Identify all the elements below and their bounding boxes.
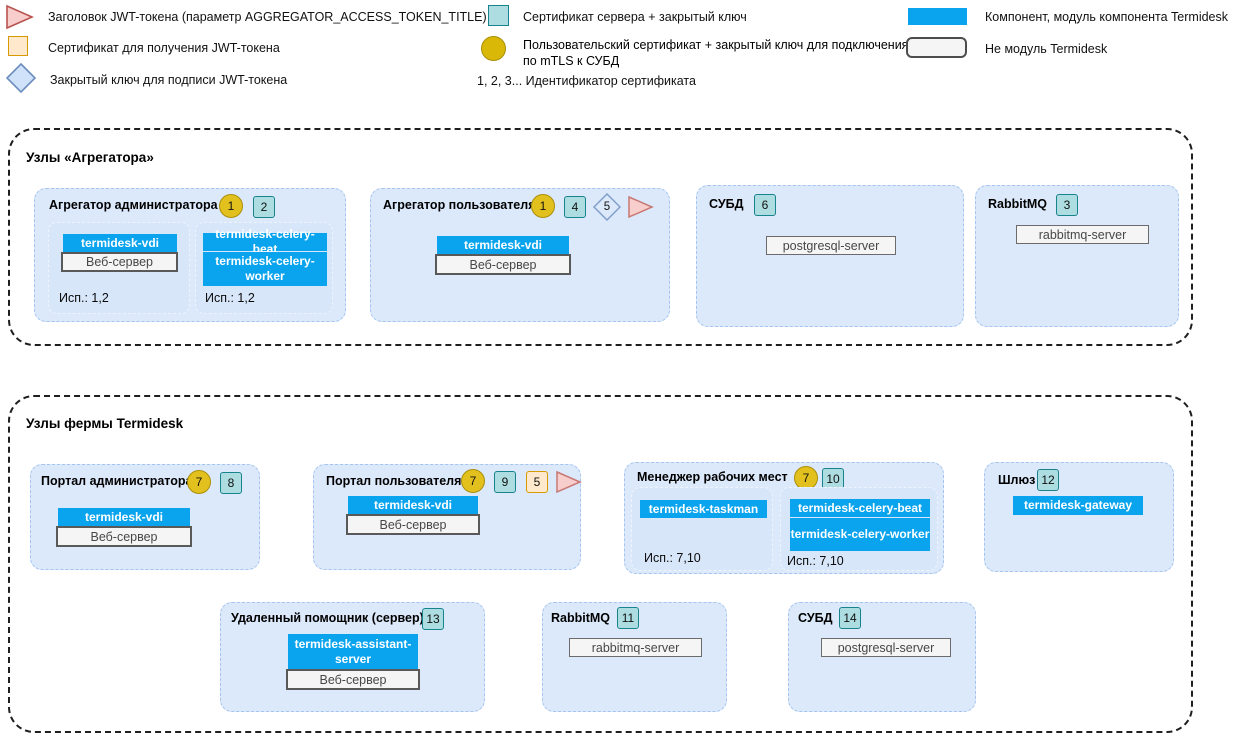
legend-component-label: Компонент, модуль компонента Termidesk: [985, 10, 1229, 24]
rabbitmq-server-box: rabbitmq-server: [1016, 225, 1149, 244]
legend: Заголовок JWT-токена (параметр AGGREGATO…: [0, 0, 1233, 110]
node-aggregator-admin: Агрегатор администратора 1 2 termidesk-v…: [34, 188, 346, 322]
subbox-vdi: termidesk-vdi Веб-сервер Исп.: 1,2: [48, 222, 190, 314]
subbox-celery: termidesk-celery-beat termidesk-celery-w…: [195, 222, 333, 314]
node-remote-assistant: Удаленный помощник (сервер) 13 termidesk…: [220, 602, 485, 712]
web-server-box: Веб-сервер: [435, 254, 571, 275]
rabbitmq-server-box: rabbitmq-server: [569, 638, 702, 657]
diamond-number: 5: [603, 201, 611, 213]
cert-badge-circle: 7: [187, 470, 211, 494]
jwt-title-triangle-icon: [556, 470, 582, 494]
legend-user-cert-label: Пользовательский сертификат + закрытый к…: [523, 37, 943, 69]
module-termidesk-vdi: termidesk-vdi: [58, 508, 190, 526]
usage-label: Исп.: 1,2: [59, 291, 109, 305]
legend-jwt-title-label: Заголовок JWT-токена (параметр AGGREGATO…: [48, 10, 487, 24]
usage-label: Исп.: 7,10: [787, 554, 844, 568]
cert-badge-orange: 5: [526, 471, 548, 493]
node-title: Агрегатор администратора: [49, 198, 218, 212]
legend-jwt-cert-label: Сертификат для получения JWT-токена: [48, 41, 280, 55]
group-termidesk-farm-nodes: Узлы фермы Termidesk Портал администрато…: [8, 395, 1193, 733]
node-gateway: Шлюз 12 termidesk-gateway: [984, 462, 1174, 572]
legend-jwt-key-label: Закрытый ключ для подписи JWT-токена: [50, 73, 288, 87]
node-title: СУБД: [798, 611, 833, 625]
node-aggregator-user: Агрегатор пользователя 1 4 5 termidesk-v…: [370, 188, 670, 322]
postgresql-server-box: postgresql-server: [766, 236, 896, 255]
legend-cert-id-prefix: 1, 2, 3...: [477, 74, 523, 88]
node-title: RabbitMQ: [551, 611, 611, 625]
cert-badge-square: 6: [754, 194, 776, 216]
node-title: Портал администратора: [41, 474, 193, 488]
jwt-cert-square-icon: [8, 36, 28, 56]
user-cert-circle-icon: [481, 36, 506, 61]
group2-title: Узлы фермы Termidesk: [26, 416, 184, 431]
cert-badge-diamond: 5: [593, 193, 621, 221]
module-termidesk-gateway: termidesk-gateway: [1013, 496, 1143, 515]
not-module-swatch-icon: [906, 37, 967, 58]
postgresql-server-box: postgresql-server: [821, 638, 951, 657]
web-server-box: Веб-сервер: [61, 252, 178, 272]
cert-badge-square: 9: [494, 471, 516, 493]
component-swatch-icon: [908, 8, 967, 25]
node-portal-admin: Портал администратора 7 8 termidesk-vdi …: [30, 464, 260, 570]
legend-server-cert-label: Сертификат сервера + закрытый ключ: [523, 10, 747, 24]
legend-not-module-label: Не модуль Termidesk: [985, 42, 1108, 56]
cert-badge-square: 13: [422, 608, 444, 630]
subbox-taskman: termidesk-taskman Исп.: 7,10: [631, 487, 773, 571]
node-title: СУБД: [709, 197, 744, 211]
legend-user-cert-line2: по mTLS к СУБД: [523, 54, 620, 68]
cert-badge-square: 4: [564, 196, 586, 218]
legend-cert-id-label: Идентификатор сертификата: [525, 74, 696, 88]
cert-badge-circle: 7: [461, 469, 485, 493]
usage-label: Исп.: 7,10: [644, 551, 701, 565]
cert-badge-circle: 7: [794, 466, 818, 490]
cert-badge-square: 3: [1056, 194, 1078, 216]
web-server-box: Веб-сервер: [286, 669, 420, 690]
module-termidesk-vdi: termidesk-vdi: [437, 236, 569, 254]
server-cert-square-icon: [488, 5, 509, 26]
module-termidesk-celery-worker: termidesk-celery-worker: [203, 252, 327, 286]
legend-cert-id-row: 1, 2, 3... Идентификатор сертификата: [477, 74, 696, 88]
module-termidesk-celery-worker: termidesk-celery-worker: [790, 518, 930, 551]
node-db-aggregator: СУБД 6 postgresql-server: [696, 185, 964, 327]
node-title: Менеджер рабочих мест: [637, 470, 788, 484]
node-db-farm: СУБД 14 postgresql-server: [788, 602, 976, 712]
cert-badge-square: 12: [1037, 469, 1059, 491]
cert-badge-square: 11: [617, 607, 639, 629]
module-termidesk-vdi: termidesk-vdi: [348, 496, 478, 514]
node-portal-user: Портал пользователя 7 9 5 termidesk-vdi …: [313, 464, 582, 570]
module-termidesk-celery-beat: termidesk-celery-beat: [203, 227, 327, 256]
subbox-celery: termidesk-celery-beat termidesk-celery-w…: [780, 487, 938, 571]
group1-title: Узлы «Агрегатора»: [26, 150, 154, 165]
node-rabbitmq-aggregator: RabbitMQ 3 rabbitmq-server: [975, 185, 1179, 327]
module-termidesk-assistant-server: termidesk-assistant-server: [288, 634, 418, 669]
cert-badge-square: 14: [839, 607, 861, 629]
node-title: Шлюз: [998, 473, 1036, 487]
jwt-title-triangle-icon: [628, 195, 654, 219]
node-rabbitmq-farm: RabbitMQ 11 rabbitmq-server: [542, 602, 727, 712]
node-title: Портал пользователя: [326, 474, 462, 488]
module-termidesk-taskman: termidesk-taskman: [640, 500, 767, 518]
node-workplace-manager: Менеджер рабочих мест 7 10 termidesk-tas…: [624, 462, 944, 574]
cert-badge-square: 8: [220, 472, 242, 494]
jwt-key-diamond-icon: [5, 62, 37, 94]
group-aggregator-nodes: Узлы «Агрегатора» Агрегатор администрато…: [8, 128, 1193, 346]
cert-badge-square: 2: [253, 196, 275, 218]
usage-label: Исп.: 1,2: [205, 291, 255, 305]
web-server-box: Веб-сервер: [346, 514, 480, 535]
module-termidesk-celery-beat: termidesk-celery-beat: [790, 499, 930, 517]
node-title: Удаленный помощник (сервер): [231, 611, 424, 625]
module-termidesk-vdi: termidesk-vdi: [63, 234, 177, 252]
cert-badge-circle: 1: [219, 194, 243, 218]
legend-user-cert-line1: Пользовательский сертификат + закрытый к…: [523, 38, 909, 52]
node-title: RabbitMQ: [988, 197, 1048, 211]
cert-badge-circle: 1: [531, 194, 555, 218]
node-title: Агрегатор пользователя: [383, 198, 536, 212]
web-server-box: Веб-сервер: [56, 526, 192, 547]
jwt-title-triangle-icon: [6, 4, 34, 30]
